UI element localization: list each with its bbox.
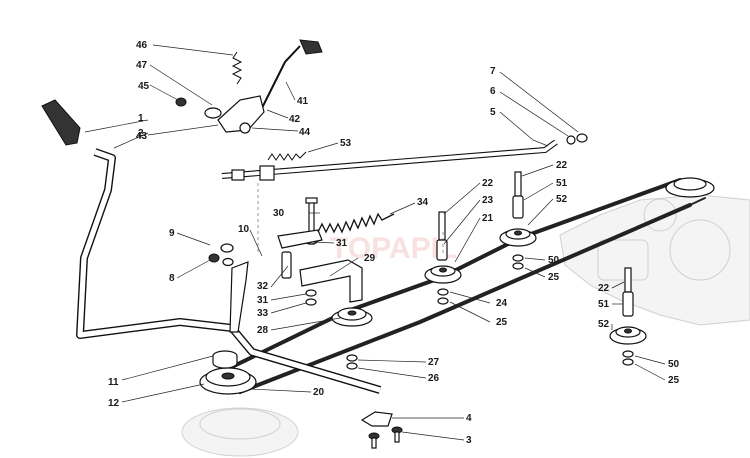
spacer-11 (212, 350, 238, 369)
idler-pulley-28 (331, 307, 373, 327)
pedal-pad (41, 99, 81, 146)
idler-pulley-52b (609, 326, 647, 345)
bolt-22a (512, 171, 524, 219)
label-3: 3 (466, 435, 472, 446)
label-25c: 25 (668, 375, 680, 386)
spring-53 (267, 151, 307, 161)
label-22a: 22 (482, 178, 494, 189)
label-47: 47 (136, 60, 148, 71)
label-22c: 22 (598, 283, 610, 294)
spring-46 (231, 51, 243, 85)
screws-3 (368, 426, 403, 449)
label-1: 1 (138, 113, 144, 124)
label-43: 43 (136, 131, 148, 142)
label-51a: 51 (556, 178, 568, 189)
label-25b: 25 (548, 272, 560, 283)
label-2: 2 (138, 128, 144, 139)
label-46: 46 (136, 40, 148, 51)
label-31a: 31 (336, 238, 348, 249)
label-25a: 25 (496, 317, 508, 328)
label-28: 28 (257, 325, 269, 336)
label-7: 7 (490, 66, 496, 77)
bracket-10 (229, 261, 249, 333)
clip-4 (360, 411, 393, 427)
dashed-guide-lines (257, 183, 444, 256)
spring-34 (317, 212, 395, 234)
label-32: 32 (257, 281, 269, 292)
ghost-engine (181, 407, 299, 457)
leader-lines (84, 44, 666, 441)
label-50a: 50 (548, 255, 560, 266)
label-52b: 52 (598, 319, 610, 330)
engine-pulley (199, 367, 257, 395)
idler-pulley-52a (499, 228, 537, 247)
label-26: 26 (428, 373, 440, 384)
label-4: 4 (466, 413, 472, 424)
label-33: 33 (257, 308, 269, 319)
lever-41 (259, 39, 323, 113)
callout-labels: 46 47 45 1 2 43 9 8 10 11 12 20 41 42 44… (108, 40, 680, 446)
label-21: 21 (482, 213, 494, 224)
label-12: 12 (108, 398, 120, 409)
bolt-22c (622, 267, 634, 317)
label-5: 5 (490, 107, 496, 118)
label-45: 45 (138, 81, 150, 92)
bracket-31 (277, 229, 323, 249)
bolt-22b (436, 211, 448, 261)
pedal-lever-rod (76, 148, 382, 394)
label-11: 11 (108, 377, 119, 388)
label-52a: 52 (556, 194, 568, 205)
label-9: 9 (169, 228, 175, 239)
washers (175, 97, 634, 370)
label-34: 34 (417, 197, 429, 208)
bushing-32 (281, 251, 292, 279)
label-51b: 51 (598, 299, 610, 310)
label-42: 42 (289, 114, 301, 125)
label-30: 30 (273, 208, 285, 219)
label-53: 53 (340, 138, 352, 149)
label-8: 8 (169, 273, 175, 284)
label-31b: 31 (257, 295, 269, 306)
idler-pulley-24 (424, 265, 462, 284)
label-29: 29 (364, 253, 376, 264)
label-44: 44 (299, 127, 311, 138)
control-rod-5 (221, 139, 558, 181)
label-27: 27 (428, 357, 440, 368)
plate-43 (204, 95, 265, 134)
label-24: 24 (496, 298, 508, 309)
label-22b: 22 (556, 160, 568, 171)
watermark-text: TOPAPIL (330, 232, 457, 265)
plate-29 (299, 259, 363, 303)
label-20: 20 (313, 387, 325, 398)
label-41: 41 (297, 96, 309, 107)
label-23: 23 (482, 195, 494, 206)
ghost-transaxle (559, 194, 750, 326)
label-10: 10 (238, 224, 250, 235)
label-50b: 50 (668, 359, 680, 370)
label-6: 6 (490, 86, 496, 97)
transaxle-pulley (665, 177, 715, 198)
